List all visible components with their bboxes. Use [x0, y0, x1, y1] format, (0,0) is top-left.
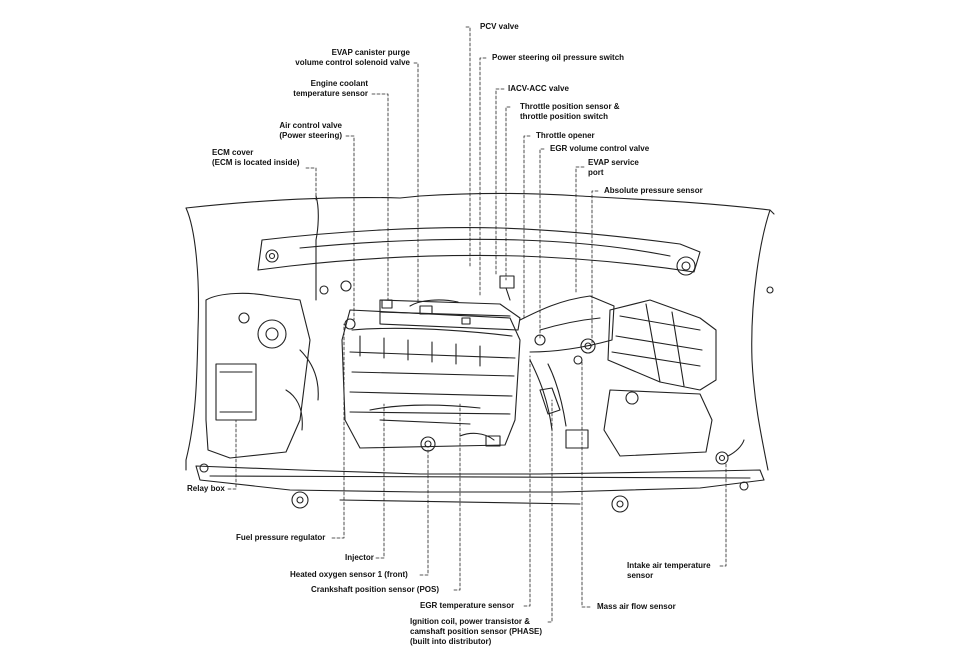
label-intake-air-temperature-sensor: Intake air temperature sensor	[627, 561, 711, 580]
label-relay-box: Relay box	[187, 484, 225, 493]
label-egr-temperature-sensor: EGR temperature sensor	[420, 601, 515, 610]
intake-manifold	[379, 299, 521, 331]
label-power-steering-oil-pressure-switch: Power steering oil pressure switch	[492, 53, 625, 62]
label-egr-volume-control-valve: EGR volume control valve	[550, 144, 650, 153]
label-crankshaft-position-sensor: Crankshaft position sensor (POS)	[311, 585, 440, 594]
air-cleaner-box	[607, 299, 717, 391]
battery-tray	[205, 292, 311, 459]
label-heated-oxygen-sensor: Heated oxygen sensor 1 (front)	[290, 570, 408, 579]
label-evap-canister-purge: EVAP canister purge volume control solen…	[295, 48, 410, 67]
engine-drawing	[185, 192, 775, 513]
air-duct	[519, 295, 615, 353]
label-absolute-pressure-sensor: Absolute pressure sensor	[604, 186, 703, 195]
upper-cross-member	[257, 227, 701, 273]
label-mass-air-flow-sensor: Mass air flow sensor	[597, 602, 676, 611]
label-fuel-pressure-regulator: Fuel pressure regulator	[236, 533, 326, 542]
label-engine-coolant-temperature-sensor: Engine coolant temperature sensor	[293, 79, 368, 98]
label-injector: Injector	[345, 553, 374, 562]
label-ignition-coil: Ignition coil, power transistor & camsha…	[410, 617, 543, 646]
label-iacv-acc-valve: IACV-ACC valve	[508, 84, 569, 93]
label-pcv-valve: PCV valve	[480, 22, 519, 31]
lower-cross-member	[195, 465, 765, 493]
engine-block	[341, 309, 521, 449]
label-ecm-cover: ECM cover (ECM is located inside)	[212, 148, 300, 167]
leader-lines	[227, 26, 727, 623]
label-throttle-opener: Throttle opener	[536, 131, 595, 140]
label-throttle-position-sensor: Throttle position sensor & throttle posi…	[520, 102, 620, 121]
label-air-control-valve: Air control valve (Power steering)	[279, 121, 342, 140]
body-outline	[185, 192, 775, 471]
label-evap-service-port: EVAP service port	[588, 158, 639, 177]
